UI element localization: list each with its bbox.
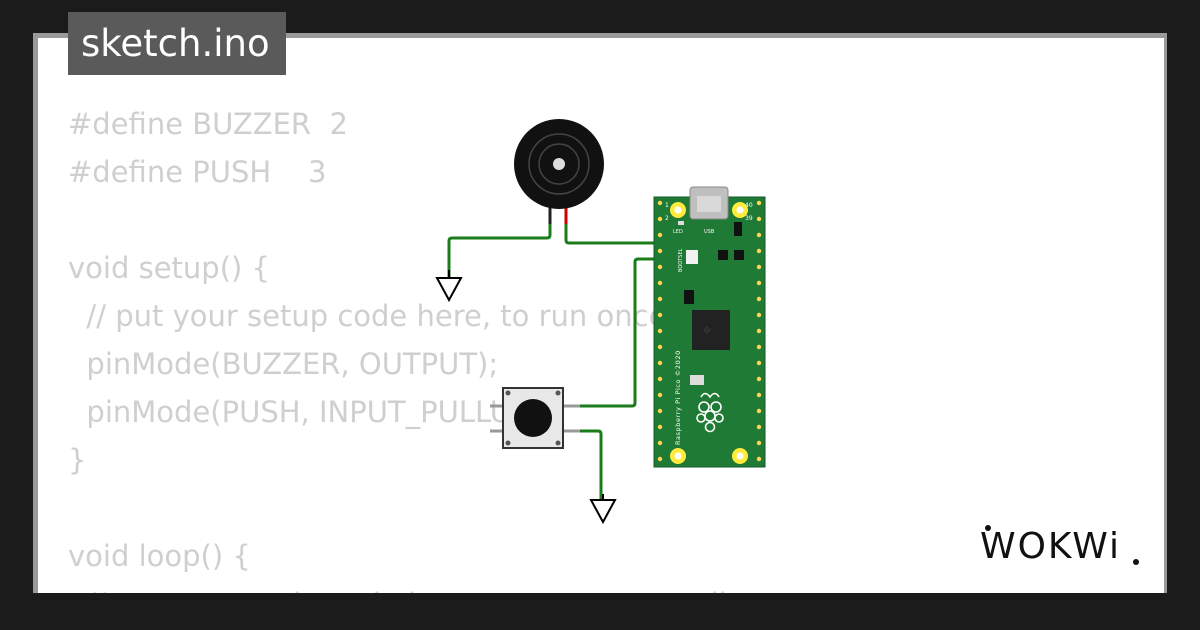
- pin-label-1: 1: [665, 202, 669, 209]
- pin-label-39: 39: [745, 215, 753, 222]
- wire-buzzer-gnd: [447, 222, 552, 278]
- pin-label-2: 2: [665, 215, 669, 222]
- code-line: void setup() {: [68, 251, 270, 285]
- code-editor: #define BUZZER 2 #define PUSH 3 void set…: [68, 100, 752, 593]
- board-vertical-label: Raspberry Pi Pico ©2020: [674, 350, 682, 445]
- svg-text:❖: ❖: [702, 324, 712, 337]
- code-line: // put your main code here, to run repea…: [68, 580, 751, 593]
- code-line: void loop() {: [68, 539, 251, 573]
- pin-header-right: [756, 200, 762, 462]
- bootsel-label: BOOTSEL: [678, 248, 684, 272]
- preview-card: #define BUZZER 2 #define PUSH 3 void set…: [38, 38, 1164, 593]
- code-line: #define BUZZER 2: [68, 107, 348, 141]
- wire-button-gnd: [578, 429, 603, 500]
- pin-header-left: [657, 200, 663, 462]
- bottom-band: [0, 593, 1200, 630]
- raspberry-icon: [696, 392, 724, 433]
- code-line: // put your setup code here, to run once…: [68, 299, 677, 333]
- buzzer: [514, 119, 604, 224]
- ground-symbol-button: [589, 494, 617, 525]
- pin-label-40: 40: [745, 202, 753, 209]
- code-line: pinMode(BUZZER, OUTPUT);: [68, 347, 499, 381]
- push-button: [490, 387, 580, 449]
- wokwi-logo-text: WOKWi: [980, 526, 1121, 567]
- wire-button-gp3: [580, 257, 662, 408]
- code-line: }: [68, 443, 87, 477]
- file-tab[interactable]: sketch.ino: [68, 12, 286, 75]
- wire-buzzer-gp2: [564, 222, 662, 245]
- code-line: #define PUSH 3: [68, 155, 327, 189]
- wires: [447, 222, 662, 500]
- usb-label: USB: [704, 229, 715, 235]
- ground-symbol-buzzer: [435, 270, 463, 303]
- wokwi-logo: WOKWi: [980, 525, 1139, 567]
- led-label: LED: [673, 229, 683, 235]
- raspberry-pi-pico: 1 2 40 39 LED USB BOOTSEL ❖ Raspberry Pi…: [653, 186, 766, 468]
